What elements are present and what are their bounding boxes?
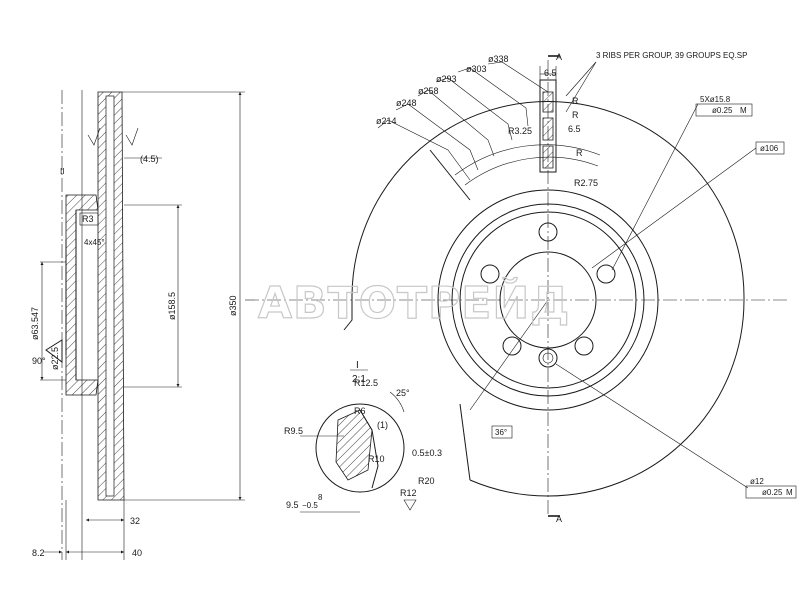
label-chamfer: 4x45° [84, 238, 105, 247]
dim-r3-25: R3.25 [508, 126, 532, 136]
dim-d293: ø293 [436, 74, 457, 84]
dim-d22: ø22.5 [50, 347, 60, 370]
detail-r10: R10 [368, 454, 385, 464]
detail-r20: R20 [418, 476, 435, 486]
holes-tol: ø0.25 [712, 106, 733, 115]
dim-d106: ø106 [760, 144, 779, 153]
bolt-hole-3 [574, 336, 594, 356]
label-r3: R3 [82, 214, 94, 224]
detail-tol: 0.5±0.3 [412, 448, 442, 458]
label-a-bottom: A [556, 514, 562, 524]
dim-d258: ø258 [418, 86, 439, 96]
dim-6-5b: 6.5 [568, 124, 581, 134]
label-a-top: A [556, 52, 562, 62]
dim-r-1: R [572, 96, 579, 106]
dim-40: 40 [132, 548, 142, 558]
dim-r2-75: R2.75 [574, 178, 598, 188]
label-4-5: (4.5) [140, 154, 159, 164]
watermark-logo: АВТОТРЕЙД [258, 276, 570, 329]
bolt-hole-1 [538, 222, 558, 242]
dim-d350: ø350 [228, 295, 238, 316]
detail-roman: I [356, 360, 359, 371]
detail-r9-5: R9.5 [284, 426, 303, 436]
dim-d12: ø12 [750, 477, 764, 486]
dim-d303: ø303 [466, 64, 487, 74]
dim-d12-tol: ø0.25 [762, 488, 783, 497]
dim-d214: ø214 [376, 116, 397, 126]
dim-d63: ø63.547 [30, 307, 40, 340]
bolt-hole-4 [502, 336, 522, 356]
detail-r6: R6 [354, 406, 366, 416]
dim-r-2: R [572, 110, 579, 120]
detail-r12: R12 [400, 488, 417, 498]
holes-tol-m: M [740, 106, 747, 115]
dim-r-3: R [576, 148, 583, 158]
ribs-note: 3 RIBS PER GROUP, 39 GROUPS EQ.SP [596, 51, 747, 60]
dim-8-2: 8.2 [32, 548, 45, 558]
bolt-hole-5 [480, 264, 500, 284]
label-ii: II [60, 167, 64, 176]
detail-r12-5: R12.5 [354, 378, 378, 388]
front-view: ø338 ø303 ø293 ø258 ø248 ø214 A 3 RIBS P… [245, 51, 797, 524]
dim-d338: ø338 [488, 54, 509, 64]
dim-d12-tol-m: M [786, 488, 793, 497]
dim-d158: ø158.5 [167, 292, 177, 320]
dim-36deg: 36° [495, 428, 507, 437]
label-90deg: 90° [32, 356, 46, 366]
detail-view-i: I 2:1 R9.5 R12.5 R6 (1) R10 0.5±0.3 25° … [284, 360, 442, 513]
side-section-view: ø350 ø158.5 ø63.547 ø22.5 II R3 4x45° 90… [30, 90, 245, 560]
center-pin-hole [538, 348, 558, 368]
detail-25deg: 25° [396, 388, 410, 398]
holes-callout: 5Xø15.8 [700, 95, 731, 104]
dim-6-5: 6.5 [544, 68, 557, 78]
detail-8: 8 [318, 493, 323, 502]
detail-9-5: 9.5 [286, 500, 299, 510]
dim-32: 32 [130, 516, 140, 526]
detail-9-5-tol: −0.5 [302, 501, 318, 510]
detail-one: (1) [377, 420, 388, 430]
detail-scale: 2:1 [352, 374, 366, 385]
bolt-hole-2 [596, 264, 616, 284]
dim-d248: ø248 [396, 98, 417, 108]
